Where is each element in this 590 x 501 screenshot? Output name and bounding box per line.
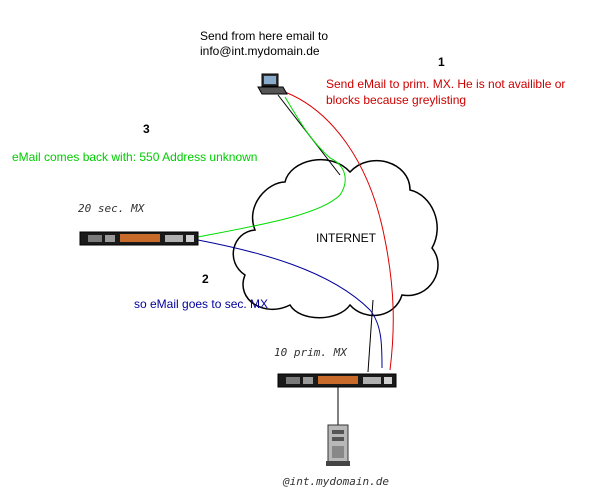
- rack-server-icon: [79, 231, 199, 246]
- rack-server-icon: [277, 373, 397, 388]
- step-2-number: 2: [202, 272, 209, 286]
- laptop-icon: [257, 73, 288, 95]
- step-1-text-line2: blocks because greylisting: [326, 93, 467, 107]
- green-path-line: [197, 96, 346, 238]
- red-path-line: [284, 91, 394, 371]
- sender-label-line2: info@int.mydomain.de: [200, 44, 320, 58]
- sender-label-line1: Send from here email to: [200, 29, 329, 43]
- tower-server-icon: [326, 424, 350, 466]
- step-1-number: 1: [438, 55, 445, 69]
- step-2-text: so eMail goes to sec. MX: [134, 297, 269, 311]
- blue-path-line: [197, 239, 383, 369]
- primary-link-line: [367, 299, 374, 373]
- step-3-number: 3: [143, 122, 150, 136]
- internet-cloud-icon: [232, 158, 439, 319]
- secondary-mx-label: 20 sec. MX: [78, 202, 145, 215]
- step-1-text-line1: Send eMail to prim. MX. He is not availi…: [326, 77, 566, 91]
- internet-label: INTERNET: [316, 231, 376, 245]
- step-3-text: eMail comes back with: 550 Address unkno…: [12, 150, 258, 164]
- mailbox-label: @int.mydomain.de: [283, 475, 389, 488]
- primary-mx-label: 10 prim. MX: [274, 346, 347, 359]
